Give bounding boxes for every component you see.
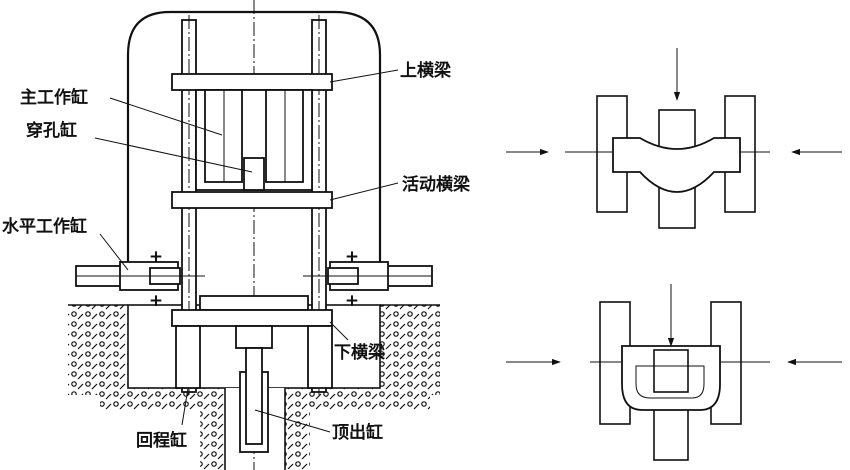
moving-beam xyxy=(171,191,333,209)
label-moving-beam: 活动横梁 xyxy=(402,174,471,195)
plus-mark: + xyxy=(345,247,359,267)
lower-beam xyxy=(171,309,333,327)
forming-die-top xyxy=(506,48,842,229)
piercing-cylinder xyxy=(243,157,265,191)
label-main-cylinder: 主工作缸 xyxy=(20,87,88,108)
ejector-cylinder xyxy=(235,325,273,453)
label-ejector-cylinder: 顶出缸 xyxy=(332,422,383,443)
upper-beam xyxy=(171,73,333,91)
leader-lines xyxy=(94,69,399,433)
main-cylinder xyxy=(195,89,313,191)
horizontal-cylinder-left xyxy=(75,261,205,291)
label-return-cylinder: 回程缸 xyxy=(136,430,187,451)
label-horizontal-cylinder: 水平工作缸 xyxy=(2,216,87,237)
plus-mark: + xyxy=(345,291,359,311)
plus-mark: + xyxy=(149,291,163,311)
return-cylinders xyxy=(175,325,333,389)
label-lower-beam: 下横梁 xyxy=(334,342,386,363)
plus-mark: + xyxy=(149,247,163,267)
press-frame xyxy=(126,10,382,290)
forming-die-bottom xyxy=(506,284,842,461)
label-piercing-cylinder: 穿孔缸 xyxy=(26,120,77,141)
press-assembly: + + + + 上横梁 主 xyxy=(2,0,471,470)
horizontal-cylinder-right xyxy=(303,261,433,291)
label-upper-beam: 上横梁 xyxy=(400,60,452,81)
